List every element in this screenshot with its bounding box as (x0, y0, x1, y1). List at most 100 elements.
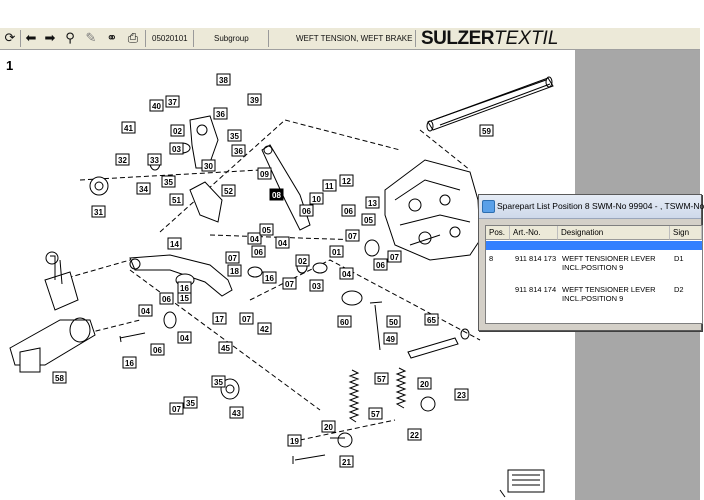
refresh-icon[interactable]: ⟳ (4, 30, 16, 46)
callout-05b[interactable]: 05 (259, 223, 274, 236)
column-header-sign[interactable]: Sign (670, 226, 702, 240)
callout-35c[interactable]: 35 (211, 375, 226, 388)
callout-52[interactable]: 52 (221, 184, 236, 197)
sparepart-table[interactable]: Pos. Art.-No. Designation Sign 8 911 814… (485, 225, 703, 324)
callout-07f[interactable]: 07 (345, 229, 360, 242)
callout-45[interactable]: 45 (218, 341, 233, 354)
row-2-sign[interactable]: D2 (674, 285, 684, 294)
column-header-designation[interactable]: Designation (558, 226, 670, 240)
callout-50[interactable]: 50 (386, 315, 401, 328)
callout-07c[interactable]: 07 (239, 312, 254, 325)
edit-icon[interactable]: ✎ (85, 30, 97, 46)
callout-39[interactable]: 39 (247, 93, 262, 106)
column-header-pos[interactable]: Pos. (486, 226, 510, 240)
callout-05[interactable]: 05 (361, 213, 376, 226)
callout-23[interactable]: 23 (454, 388, 469, 401)
callout-49[interactable]: 49 (383, 332, 398, 345)
callout-20[interactable]: 20 (321, 420, 336, 433)
callout-32[interactable]: 32 (115, 153, 130, 166)
toolbar-separator (193, 30, 194, 47)
row-2-designation-line2[interactable]: INCL.POSITION 9 (562, 294, 624, 303)
callout-06b[interactable]: 06 (251, 245, 266, 258)
callout-09[interactable]: 09 (257, 167, 272, 180)
callout-06f[interactable]: 06 (341, 204, 356, 217)
callout-58[interactable]: 58 (52, 371, 67, 384)
callout-38[interactable]: 38 (216, 73, 231, 86)
column-header-art-no[interactable]: Art.-No. (510, 226, 558, 240)
callout-33[interactable]: 33 (147, 153, 162, 166)
zoom-icon[interactable]: ⚲ (65, 30, 75, 46)
callout-35[interactable]: 35 (227, 129, 242, 142)
callout-06[interactable]: 06 (373, 258, 388, 271)
callout-01[interactable]: 01 (329, 245, 344, 258)
callout-34[interactable]: 34 (136, 182, 151, 195)
binoculars-icon[interactable]: ⚭ (106, 30, 118, 46)
callout-37[interactable]: 37 (165, 95, 180, 108)
callout-30[interactable]: 30 (201, 159, 216, 172)
row-1-sign[interactable]: D1 (674, 254, 684, 263)
svg-text:16: 16 (180, 284, 189, 293)
callout-07e[interactable]: 07 (282, 277, 297, 290)
callout-02[interactable]: 02 (170, 124, 185, 137)
callout-18[interactable]: 18 (227, 264, 242, 277)
callout-41[interactable]: 41 (121, 121, 136, 134)
callout-03[interactable]: 03 (169, 142, 184, 155)
exploded-parts-diagram[interactable]: 38 39 40 37 36 41 02 35 03 36 30 32 33 3… (0, 50, 575, 500)
print-icon[interactable]: ⎙ (127, 30, 139, 46)
callout-36[interactable]: 36 (213, 107, 228, 120)
callout-42[interactable]: 42 (257, 322, 272, 335)
callout-06e[interactable]: 06 (299, 204, 314, 217)
callout-14[interactable]: 14 (167, 237, 182, 250)
callout-17[interactable]: 17 (212, 312, 227, 325)
callout-16[interactable]: 16 (262, 271, 277, 284)
svg-text:57: 57 (371, 410, 380, 419)
callout-60[interactable]: 60 (337, 315, 352, 328)
sparepart-list-titlebar[interactable]: Sparepart List Position 8 SWM-No 99904 -… (479, 195, 704, 219)
callout-04c[interactable]: 04 (177, 331, 192, 344)
callout-10[interactable]: 10 (309, 192, 324, 205)
callout-40[interactable]: 40 (149, 99, 164, 112)
callout-04b[interactable]: 04 (138, 304, 153, 317)
callout-57b[interactable]: 57 (368, 407, 383, 420)
back-arrow-icon[interactable]: ⬅ (25, 30, 37, 46)
callout-35b[interactable]: 35 (161, 175, 176, 188)
callout-06d[interactable]: 06 (150, 343, 165, 356)
callout-21[interactable]: 21 (339, 455, 354, 468)
selected-row[interactable] (486, 241, 702, 250)
row-1-designation[interactable]: WEFT TENSIONER LEVER (562, 254, 656, 263)
callout-07[interactable]: 07 (387, 250, 402, 263)
row-1-designation-line2[interactable]: INCL.POSITION 9 (562, 263, 624, 272)
row-1-art-no[interactable]: 911 814 173 (515, 254, 557, 263)
callout-20b[interactable]: 20 (417, 377, 432, 390)
callout-59[interactable]: 59 (479, 124, 494, 137)
callout-35d[interactable]: 35 (183, 396, 198, 409)
callout-03b[interactable]: 03 (309, 279, 324, 292)
callout-65[interactable]: 65 (424, 313, 439, 326)
row-2-designation[interactable]: WEFT TENSIONER LEVER (562, 285, 656, 294)
callout-19[interactable]: 19 (287, 434, 302, 447)
callout-22[interactable]: 22 (407, 428, 422, 441)
callout-08[interactable]: 08 (269, 188, 284, 201)
callout-04e[interactable]: 04 (275, 236, 290, 249)
callout-16b[interactable]: 16 (177, 281, 192, 294)
callout-31[interactable]: 31 (91, 205, 106, 218)
callout-07d[interactable]: 07 (169, 402, 184, 415)
callout-16c[interactable]: 16 (122, 356, 137, 369)
callout-43[interactable]: 43 (229, 406, 244, 419)
row-2-art-no[interactable]: 911 814 174 (515, 285, 557, 294)
callout-06c[interactable]: 06 (159, 292, 174, 305)
callout-04[interactable]: 04 (247, 232, 262, 245)
callout-57[interactable]: 57 (374, 372, 389, 385)
callout-36b[interactable]: 36 (231, 144, 246, 157)
callout-02b[interactable]: 02 (295, 254, 310, 267)
callout-12[interactable]: 12 (339, 174, 354, 187)
callout-51[interactable]: 51 (169, 193, 184, 206)
callout-11[interactable]: 11 (322, 179, 337, 192)
forward-arrow-icon[interactable]: ➡ (44, 30, 56, 46)
callout-13[interactable]: 13 (365, 196, 380, 209)
callout-07b[interactable]: 07 (225, 251, 240, 264)
callout-04d[interactable]: 04 (339, 267, 354, 280)
row-1-pos[interactable]: 8 (489, 254, 494, 263)
callout-15[interactable]: 15 (177, 291, 192, 304)
sparepart-list-window[interactable]: Sparepart List Position 8 SWM-No 99904 -… (478, 194, 704, 331)
